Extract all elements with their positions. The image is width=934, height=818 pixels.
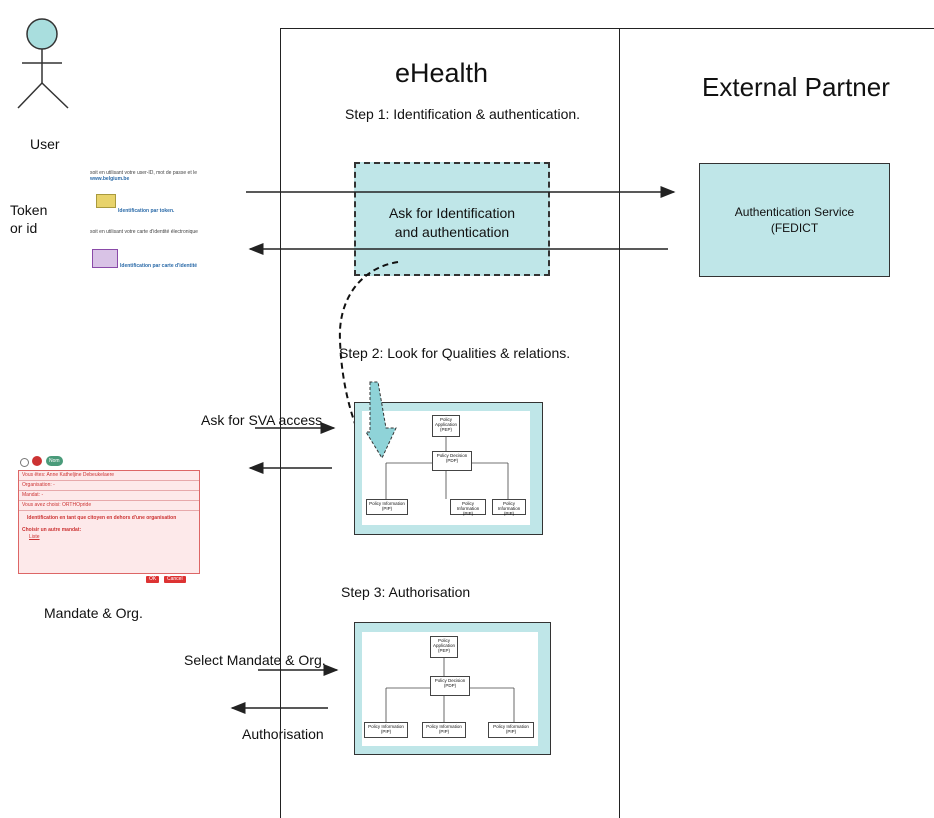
mandate-choose-value[interactable]: Liste — [29, 534, 40, 540]
step2-pip-right: Policy Information (PIP) — [492, 499, 526, 516]
step3-pip-left: Policy Information (PIP) — [364, 722, 408, 738]
mandate-choose-label: Choisir un autre mandat: — [22, 527, 82, 533]
step2-pip-left: Policy Information (PIP) — [366, 499, 408, 515]
step3-pdp-box: Policy Decision (PDP) — [430, 676, 470, 696]
close-circle-icon[interactable] — [32, 456, 42, 466]
step1-label: Step 1: Identification & authentication. — [345, 106, 581, 122]
ask-identification-box: Ask for Identification and authenticatio… — [354, 162, 550, 276]
ask-sva-label: Ask for SVA access — [201, 412, 323, 428]
mandate-cancel-button[interactable]: Cancel — [164, 576, 186, 583]
token-or-id-label: Token or id — [10, 202, 48, 236]
mandate-toolbar: Nom — [20, 456, 80, 468]
step2-label: Step 2: Look for Qualities & relations. — [339, 345, 571, 361]
mandate-row-1: Vous êtes: Anne Katheljine Debeukelaere — [19, 471, 199, 481]
step3-diagram-frame: Policy Application (PEP) Policy Decision… — [354, 622, 551, 755]
login-snippet: soit en utilisant votre user-ID, mot de … — [90, 170, 230, 275]
step3-pip-center: Policy Information (PIP) — [422, 722, 466, 738]
column-top-border — [280, 28, 934, 29]
highlight-arrow-icon — [365, 381, 397, 460]
eid-card-icon — [92, 249, 118, 268]
external-partner-title: External Partner — [702, 72, 890, 102]
mandate-row-4: Vous avez choisi: ORTHOpride — [19, 501, 199, 511]
ask-identification-text: Ask for Identification and authenticatio… — [388, 205, 516, 240]
step2-pep-box: Policy Application (PEP) — [432, 415, 460, 437]
step3-label: Step 3: Authorisation — [341, 584, 471, 600]
step2-pip-center: Policy Information (PIP) — [450, 499, 486, 516]
step2-pdp-box: Policy Decision (PDP) — [432, 451, 472, 471]
step3-pep-box: Policy Application (PEP) — [430, 636, 458, 658]
ehealth-title: eHealth — [395, 58, 489, 88]
dashed-step-link — [338, 261, 399, 464]
authentication-service-box: Authentication Service (FEDICT — [699, 163, 890, 277]
login-line-2: soit en utilisant votre carte d'identité… — [90, 229, 198, 235]
mandate-panel: Vous êtes: Anne Katheljine Debeukelaere … — [18, 470, 200, 574]
mandate-org-label: Mandate & Org. — [44, 605, 143, 621]
step3-diagram-canvas: Policy Application (PEP) Policy Decision… — [362, 632, 538, 746]
ehealth-column-left-border — [280, 28, 281, 818]
user-label: User — [30, 136, 60, 152]
login-line-1: soit en utilisant votre user-ID, mot de … — [90, 170, 197, 176]
step3-diagram-lines — [385, 658, 515, 722]
mandate-row-2: Organisation: - — [19, 481, 199, 491]
mandate-option[interactable]: Identification en tant que citoyen en de… — [27, 515, 177, 521]
step3-pip-right: Policy Information (PIP) — [488, 722, 534, 738]
mandate-ok-button[interactable]: OK — [146, 576, 160, 583]
token-card-icon — [96, 194, 116, 208]
mandate-badge: Nom — [46, 456, 63, 466]
column-divider — [619, 28, 620, 818]
authorisation-label: Authorisation — [242, 726, 324, 742]
belgium-link[interactable]: www.belgium.be — [90, 176, 130, 182]
select-mandate-label: Select Mandate & Org. — [184, 652, 326, 668]
token-link[interactable]: Identification par token. — [118, 208, 175, 214]
authentication-service-text: Authentication Service (FEDICT — [734, 205, 855, 235]
radio-icon[interactable] — [20, 458, 29, 467]
eid-link[interactable]: Identification par carte d'identité — [120, 263, 198, 269]
user-icon — [17, 18, 69, 109]
mandate-row-3: Mandat: - — [19, 491, 199, 501]
